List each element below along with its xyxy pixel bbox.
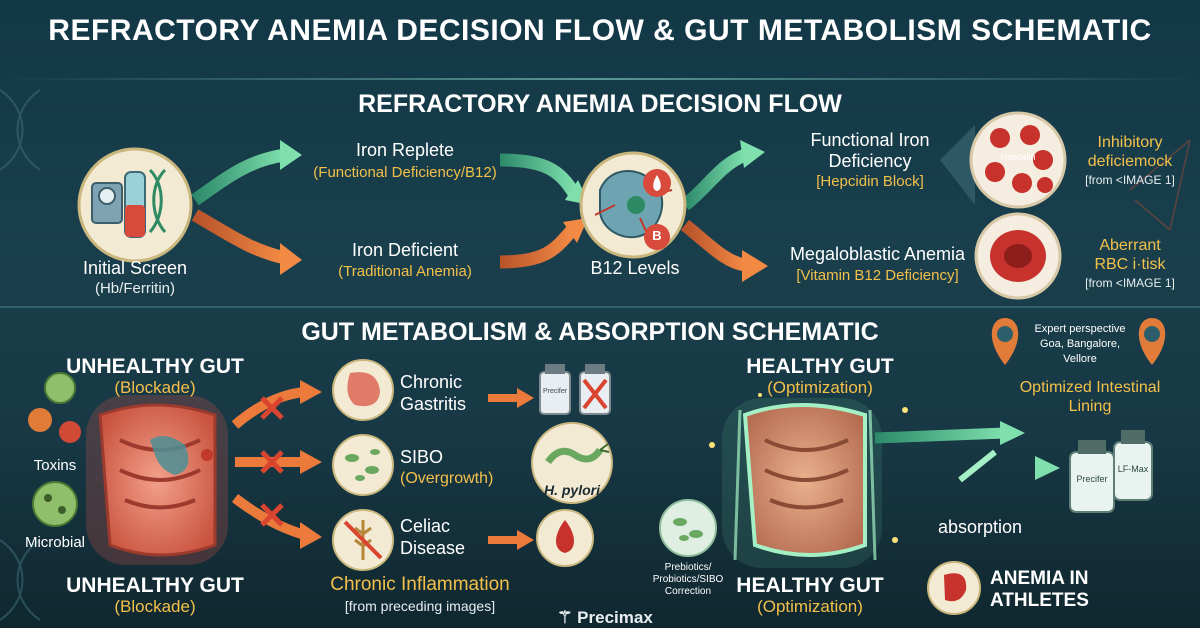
brand-name: Precimax [577,608,653,627]
unhealthy-gut-top-sub: (Blockade) [114,378,196,397]
athletes-line2: ATHLETES [990,590,1089,611]
healthy-gut-bottom-label: HEALTHY GUT [736,574,884,597]
healthy-gut-top-sub: (Optimization) [767,378,873,397]
healthy-gut-top-label: HEALTHY GUT [746,355,894,378]
functional-iron-label-1: Functional Iron [810,130,930,150]
toxins-label: Toxins [33,457,77,474]
unhealthy-gut-bottom-label: UNHEALTHY GUT [66,574,244,597]
toxin-microbe-icons [28,372,81,527]
megaloblastic-sub: [Vitamin B12 Deficiency] [796,267,959,284]
arrow-deficient-to-b12 [499,225,577,269]
initial-screen-sub: (Hb/Ferritin) [94,280,175,297]
h-pylori-circle [531,422,613,504]
probiotics-line3: Correction [664,586,712,597]
b12-badge: B [652,228,662,243]
bottle2-label: LF-Max [1117,464,1149,474]
unhealthy-gut-bottom-sub: (Blockade) [114,597,196,616]
sibo-sub: (Overgrowth) [400,470,494,487]
expert-line2: Goa, Bangalore, [1039,338,1121,350]
chronic-inflammation-source: [from preceding images] [344,598,496,614]
precifer-bottle-label: Precifer [542,388,568,395]
inhibitory-line1: Inhibitory [1097,134,1163,151]
absorption-label: absorption [937,517,1023,537]
healthy-gut-bottom-sub: (Optimization) [757,597,863,616]
gastritis-line2: Gastritis [400,394,467,414]
brand-logo: ⚚ Precimax [540,608,670,628]
map-pin-icons [991,318,1166,365]
iron-deficient-label: Iron Deficient [351,240,459,260]
probiotics-line2: Probiotics/SIBO [652,574,724,585]
iron-replete-label: Iron Replete [355,140,455,160]
inhibitory-source: [from <IMAGE 1] [1085,173,1175,187]
expert-line3: Vellore [1063,353,1097,365]
healthy-gut-illustration [709,393,908,568]
blocked-arrows [231,380,322,549]
network-decoration [1129,139,1191,231]
unhealthy-gut-illustration [98,403,217,557]
celiac-line1: Celiac [400,516,451,536]
b12-levels-label: B12 Levels [590,258,680,278]
gut-heading: GUT METABOLISM & ABSORPTION SCHEMATIC [301,318,879,346]
arrow-initial-to-deficient [191,209,287,265]
arrow-initial-to-replete [191,148,287,206]
probiotics-icon [659,499,717,557]
expert-perspective-text: Expert perspective Goa, Bangalore, Vello… [1020,322,1140,367]
h-pylori-label: H. pylori [543,482,600,498]
sibo-icon [332,434,394,496]
page-title: REFRACTORY ANEMIA DECISION FLOW & GUT ME… [48,14,1152,47]
supplement-bottles [1069,430,1153,513]
absorption-arrows [874,421,1060,505]
aberrant-source: [from <IMAGE 1] [1085,276,1175,290]
arrow-replete-to-b12 [499,153,581,199]
chronic-inflammation-label: Chronic Inflammation [330,574,510,595]
precifer-bottle-crossed [539,364,611,415]
arrow-b12-to-functional [680,148,748,211]
hepcidin-block-sub: [Hepcidin Block] [816,173,924,190]
athletes-line1: ANEMIA IN [990,568,1089,589]
unhealthy-gut-top-label: UNHEALTHY GUT [66,355,244,378]
bottle1-label: Precifer [1076,474,1108,484]
hepcidin-icon-text: Hepcidin [1000,152,1036,162]
aberrant-line1: Aberrant [1099,237,1161,254]
initial-screen-label: Initial Screen [82,258,188,278]
probiotics-text: Prebiotics/ Probiotics/SIBO Correction [628,562,748,598]
iron-deficient-sub: (Traditional Anemia) [338,263,472,280]
anemia-athletes-text: ANEMIA IN ATHLETES [990,568,1130,612]
functional-iron-label-2: Deficiency [828,151,912,171]
expert-line1: Expert perspective [1034,323,1126,335]
gastritis-line1: Chronic [400,372,463,392]
microbial-label: Microbial [24,534,85,551]
inhibitory-line2: deficiemock [1087,153,1173,170]
sibo-label: SIBO [400,447,444,467]
optimized-lining-line2: Lining [1068,398,1112,415]
brand-icon: ⚚ [557,608,573,627]
aberrant-line2: RBC i·tisk [1094,256,1166,273]
iron-replete-sub: (Functional Deficiency/B12) [313,164,497,181]
title-divider [0,78,1200,80]
probiotics-line1: Prebiotics/ [664,562,712,573]
optimized-lining-line1: Optimized Intestinal [1019,379,1161,396]
megaloblastic-label: Megaloblastic Anemia [789,244,966,264]
dna-decoration-left [0,89,41,621]
arrow-b12-to-megaloblastic [680,219,747,272]
decision-flow-heading: REFRACTORY ANEMIA DECISION FLOW [358,90,842,118]
celiac-line2: Disease [400,538,466,558]
